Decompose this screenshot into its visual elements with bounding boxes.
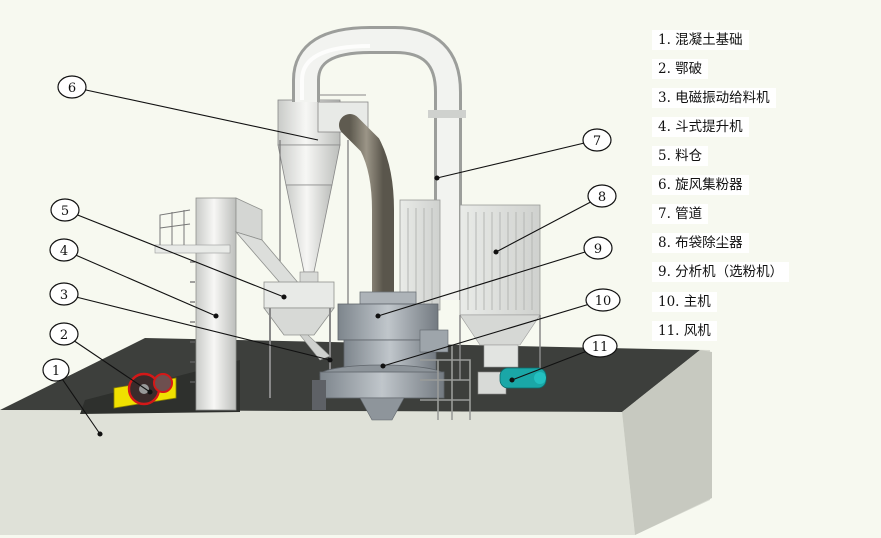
callout-4: 4: [49, 238, 79, 262]
svg-text:3: 3: [60, 288, 68, 303]
legend-item-9: 9. 分析机（选粉机）: [652, 262, 790, 282]
return-duct: [339, 114, 394, 311]
svg-text:11: 11: [592, 340, 609, 355]
svg-text:8: 8: [598, 190, 606, 205]
svg-text:10: 10: [595, 294, 612, 309]
pipe-loop: [292, 26, 466, 300]
svg-text:9: 9: [594, 242, 602, 257]
legend-item-7: 7. 管道: [652, 204, 709, 224]
svg-text:2: 2: [60, 328, 68, 343]
callout-3: 3: [49, 282, 79, 306]
blower-fan: [477, 367, 547, 395]
service-platform: [420, 345, 471, 420]
svg-text:4: 4: [60, 244, 68, 259]
bucket-elevator: [154, 197, 301, 411]
legend-item-11: 11. 风机: [652, 321, 717, 341]
callout-9: 9: [583, 236, 613, 260]
legend-item-2: 2. 鄂破: [652, 59, 709, 79]
callout-11: 11: [582, 334, 618, 358]
callout-6: 6: [57, 75, 87, 99]
concrete-foundation: [0, 338, 712, 535]
callout-leaders: [55, 86, 604, 437]
legend-item-6: 6. 旋风集粉器: [652, 175, 749, 195]
grinding-mill: [312, 291, 449, 421]
legend-item-8: 8. 布袋除尘器: [652, 233, 749, 253]
callout-2: 2: [49, 322, 79, 346]
svg-text:1: 1: [52, 364, 60, 379]
callout-1: 1: [42, 358, 70, 382]
callout-7: 7: [582, 128, 612, 152]
legend-item-3: 3. 电磁振动给料机: [652, 88, 776, 108]
callout-10: 10: [585, 288, 621, 312]
svg-text:7: 7: [593, 134, 601, 149]
callout-8: 8: [587, 184, 617, 208]
callout-5: 5: [50, 198, 80, 222]
legend-item-5: 5. 料仓: [652, 146, 709, 166]
legend-item-4: 4. 斗式提升机: [652, 117, 749, 137]
storage-bin: [263, 281, 335, 398]
legend-item-1: 1. 混凝土基础: [652, 30, 749, 50]
svg-text:6: 6: [68, 81, 76, 96]
svg-text:5: 5: [61, 204, 69, 219]
legend-item-10: 10. 主机: [652, 292, 717, 312]
